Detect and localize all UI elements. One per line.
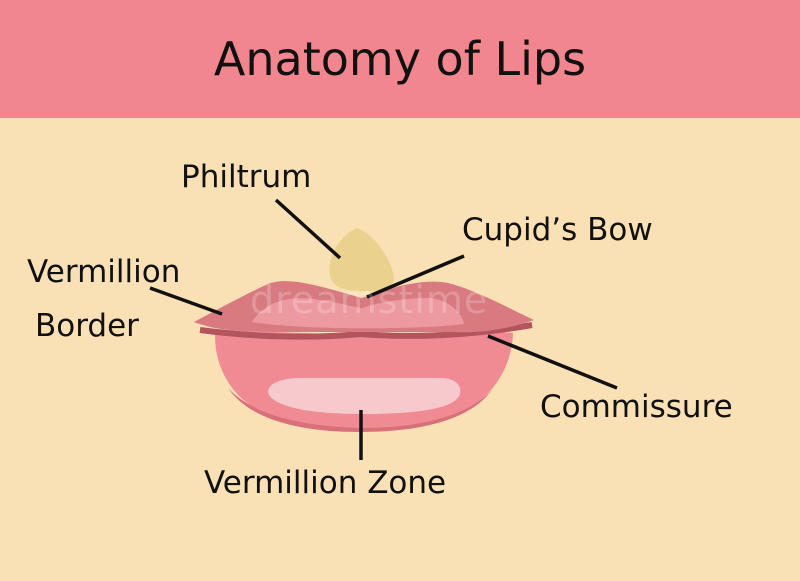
lower-lip-edge [228, 388, 492, 432]
vermillion-border-label-line1: Vermillion [27, 254, 181, 290]
vermillion-border-label: Vermillion Border [27, 245, 180, 353]
philtrum-shape [329, 228, 395, 292]
lower-lip-highlight [268, 378, 461, 414]
commissure-label: Commissure [540, 389, 733, 425]
philtrum-leader-line [274, 198, 342, 260]
diagram-title: Anatomy of Lips [213, 32, 587, 86]
cupids-bow-label: Cupid’s Bow [462, 212, 653, 248]
philtrum-label: Philtrum [181, 159, 312, 195]
vermillion-border-leader-line [149, 286, 223, 316]
mouth-line [199, 322, 533, 340]
vermillion-border-label-line2: Border [35, 308, 139, 344]
watermark: dreamstime [250, 278, 489, 322]
commissure-leader-line [487, 334, 618, 390]
title-banner [0, 0, 800, 118]
upper-lip-highlight [252, 298, 464, 329]
cupids-bow-leader-line [366, 254, 465, 299]
vermillion-zone-label: Vermillion Zone [204, 465, 447, 501]
